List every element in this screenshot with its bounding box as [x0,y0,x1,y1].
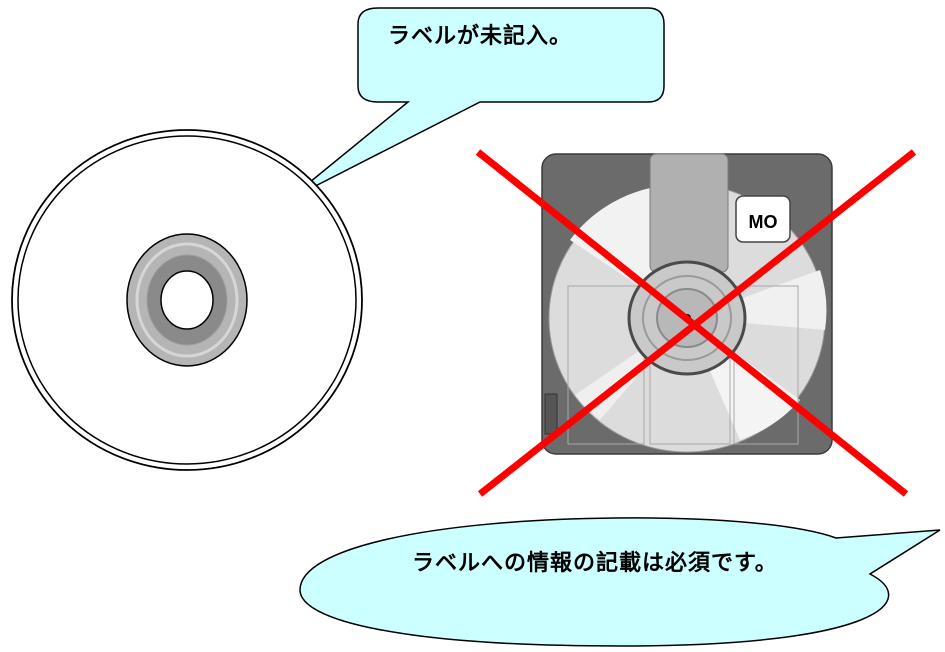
mo-shutter [649,153,729,273]
bottom-callout-bubble [299,517,941,647]
mo-badge [735,195,791,243]
disc-center-hole [160,270,214,330]
mo-badge-label: MO [749,212,778,232]
bottom-callout [299,517,941,647]
prohibited-cross [475,149,917,497]
top-callout-bubble [287,7,665,201]
bottom-callout-text: ラベルへの情報の記載は必須です。 [412,551,778,576]
blank-disc [11,129,363,471]
top-callout-text: ラベルが未記入。 [388,24,573,49]
top-callout [287,7,665,201]
